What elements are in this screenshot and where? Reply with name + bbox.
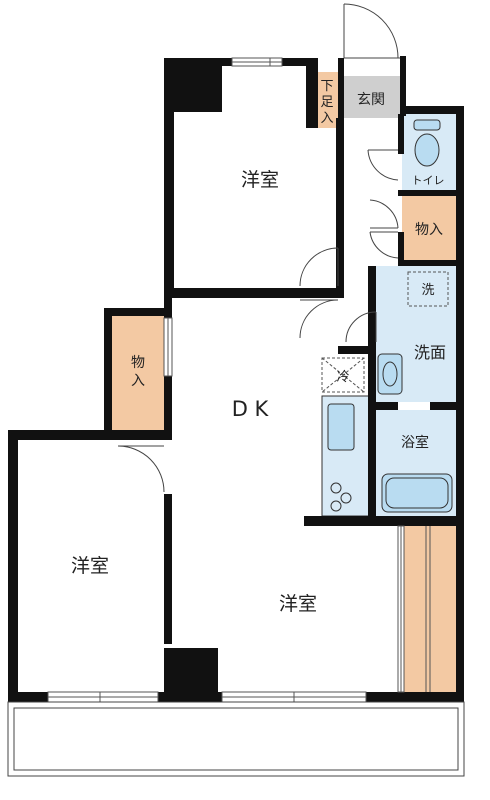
wall <box>398 232 404 262</box>
wall <box>164 58 222 112</box>
wall <box>8 692 48 702</box>
window <box>47 691 159 703</box>
fridge-label: 冷 <box>336 370 349 385</box>
window <box>231 57 283 67</box>
wall <box>366 692 464 702</box>
dk-label: D K <box>232 397 270 421</box>
toilet-fixture <box>413 119 441 167</box>
washbasin-fixture <box>377 353 403 395</box>
wall <box>164 648 218 694</box>
wall <box>164 288 344 298</box>
shoebox <box>316 72 338 128</box>
toilet-label: トイレ <box>412 174 445 187</box>
wall <box>398 260 464 266</box>
kitchen-sink <box>327 403 355 451</box>
bedroom-top-label: 洋室 <box>241 169 279 191</box>
wall <box>398 190 464 196</box>
wall <box>222 58 232 66</box>
entrance-door <box>343 3 400 59</box>
wall <box>8 430 18 702</box>
bath-label: 浴室 <box>401 434 429 451</box>
wall <box>338 58 344 120</box>
door-swing <box>117 149 399 493</box>
genkan-label: 玄関 <box>357 91 385 108</box>
stove-burner <box>330 482 352 512</box>
balcony <box>7 701 465 777</box>
wall <box>104 308 112 434</box>
wall <box>104 308 172 316</box>
fridge-space <box>321 357 365 393</box>
wall <box>282 58 316 66</box>
wall <box>158 692 222 702</box>
storage-right-area <box>402 196 456 260</box>
washer-label: 洗 <box>421 283 434 298</box>
washer-space <box>407 271 449 307</box>
bedroom-right-label: 洋室 <box>279 593 317 615</box>
wall <box>164 494 172 644</box>
wall <box>306 58 318 128</box>
wall <box>398 114 404 154</box>
storage-left-label-1: 物 <box>131 355 145 371</box>
genkan-floor <box>342 76 400 118</box>
wall <box>8 430 172 440</box>
sliding-door <box>163 317 431 693</box>
wall <box>304 516 464 526</box>
wall <box>400 56 406 116</box>
storage-right-label: 物入 <box>415 222 443 238</box>
bathtub-fixture <box>381 473 453 513</box>
shoebox-label-1: 下 <box>320 79 333 94</box>
bedroom-left-label: 洋室 <box>71 555 109 577</box>
storage-left-label-2: 入 <box>131 373 145 389</box>
wall <box>336 118 344 288</box>
washroom-label: 洗面 <box>414 343 446 362</box>
wall <box>368 266 376 518</box>
wall <box>338 346 376 354</box>
wall <box>430 402 464 410</box>
storage-left-area <box>112 316 166 430</box>
window <box>221 691 367 703</box>
wall <box>164 376 172 440</box>
wall <box>376 402 398 410</box>
shoebox-label-2: 足 <box>320 95 333 110</box>
wall <box>164 58 174 298</box>
wall <box>400 106 464 114</box>
shoebox-label-3: 入 <box>320 111 333 126</box>
